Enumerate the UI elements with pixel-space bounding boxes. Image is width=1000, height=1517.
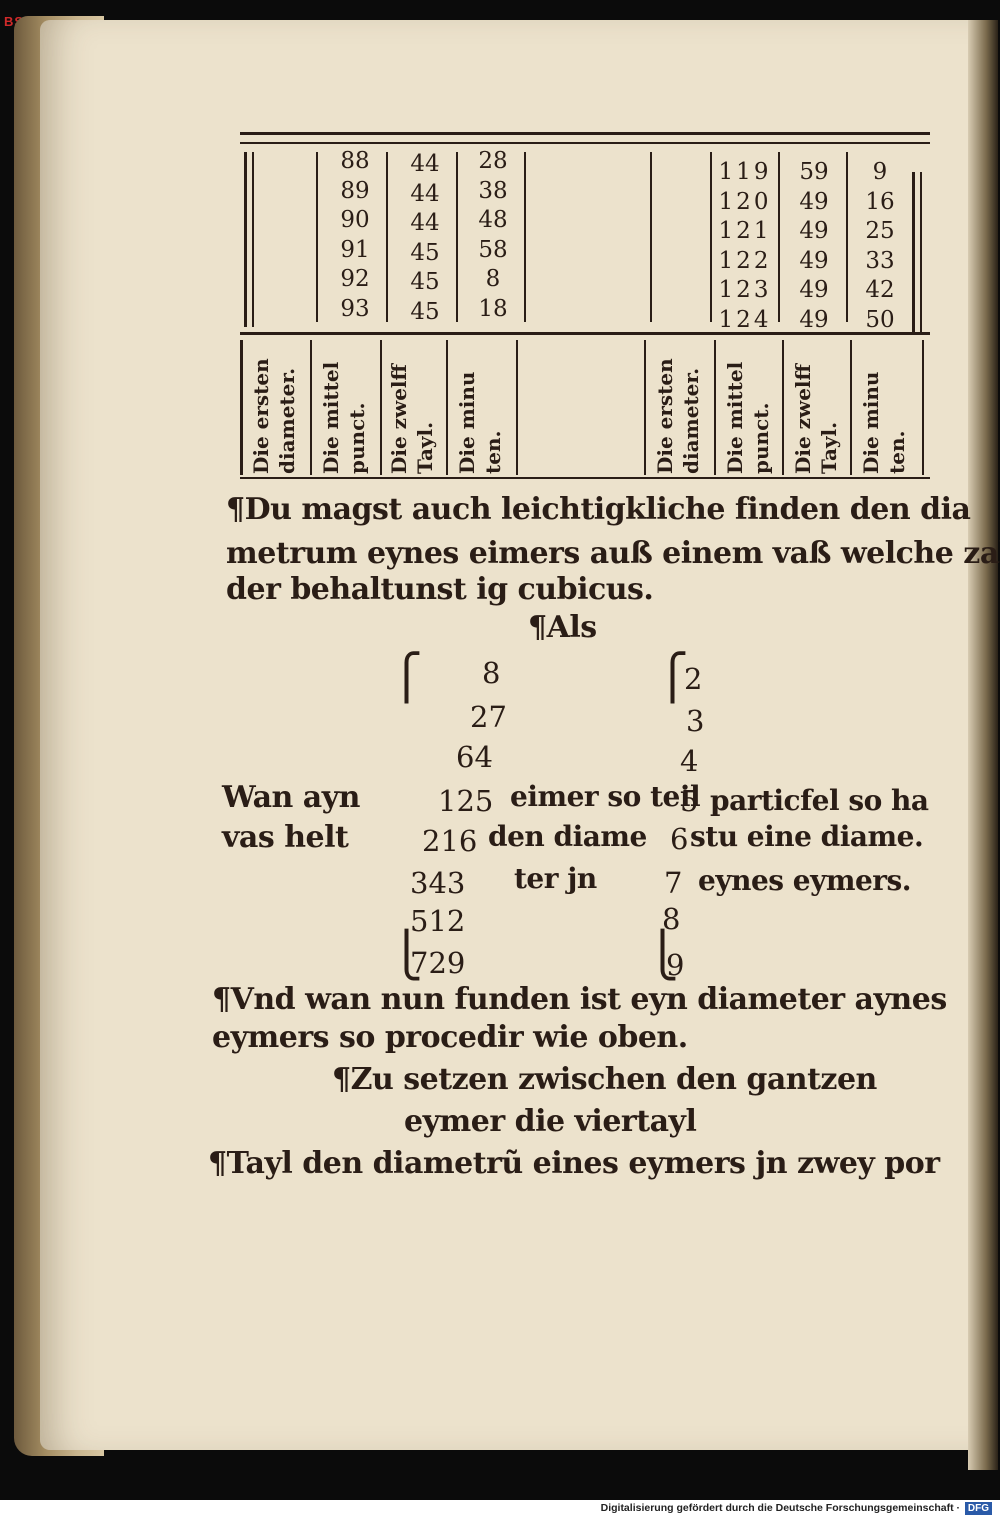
table-mid-rule [240,332,930,335]
root-value: 6 [670,822,689,856]
pilcrow-icon: ¶ [208,1146,227,1181]
brace-left: ⎧ [390,652,423,703]
table-vline [524,152,526,322]
page-gutter [968,20,998,1470]
pilcrow-icon: ¶ [226,492,245,527]
pilcrow-icon: ¶ [528,610,547,645]
root-value: 5 [680,784,699,818]
dfg-logo: DFG [964,1502,992,1515]
paragraph-line: ¶Du magst auch leichtigkliche finden den… [226,492,971,527]
table-vline [252,152,254,327]
header-die-minuten: Die minu ten. [455,371,505,474]
table-vline [380,340,382,475]
header-die-ersten-diameter: Die ersten diameter. [249,358,299,474]
table-top-rule [240,132,930,135]
table-vline [244,152,247,327]
root-value: 3 [686,704,705,738]
example-label: Wan ayn [222,780,360,815]
table-vline [710,152,712,322]
table-vline [310,340,312,475]
als-heading: ¶Als [528,610,597,645]
header-die-zwelff-tayl: Die zwelff Tayl. [387,364,437,474]
table-vline [644,340,646,475]
header-die-zwelff-tayl: Die zwelff Tayl. [791,364,841,474]
header-die-ersten-diameter: Die ersten diameter. [653,358,703,474]
footer-text: Digitalisierung gefördert durch die Deut… [600,1502,960,1514]
cube-value: 343 [410,866,466,900]
example-text: stu eine diame. [690,820,924,853]
example-text: den diame [488,820,647,853]
brace-right: ⎧ [656,652,689,703]
brace-left-bottom: ⎩ [390,930,423,981]
example-text: ter jn [514,862,597,895]
table-top-rule-2 [240,142,930,144]
footer-bar [0,1500,1000,1517]
table-vline [912,172,915,332]
table-vline [386,152,388,322]
cube-value: 125 [438,784,494,818]
cube-value: 729 [410,946,466,980]
cube-value: 216 [422,824,478,858]
root-value: 9 [666,948,685,982]
table-vline [922,340,924,475]
pilcrow-icon: ¶ [332,1062,351,1097]
section-heading: eymer die viertayl [404,1104,697,1139]
pilcrow-icon: ¶ [212,982,231,1017]
root-value: 8 [662,902,681,936]
brace-right-bottom: ⎩ [646,930,679,981]
example-label: vas helt [222,820,349,855]
table-vline [778,152,780,322]
root-value: 7 [664,866,683,900]
cube-value: 64 [456,740,493,774]
example-text: particfel so ha [710,784,929,817]
book-page [40,20,980,1450]
section-heading: ¶Zu setzen zwischen den gantzen [332,1062,877,1097]
table-vline [240,340,243,475]
paragraph-line: der behaltunst ig cubicus. [226,572,654,607]
header-die-mittel-punct: Die mittel punct. [723,361,773,474]
paragraph-line: metrum eynes eimers auß einem vaß welche… [226,536,1000,571]
table-vline [782,340,784,475]
table-vline [446,340,448,475]
example-text: eimer so teil [510,780,701,813]
table-vline [316,152,318,322]
root-value: 2 [684,662,703,696]
header-die-mittel-punct: Die mittel punct. [319,361,369,474]
header-die-minuten: Die minu ten. [859,371,909,474]
paragraph-line: ¶Vnd wan nun funden ist eyn diameter ayn… [212,982,947,1017]
cube-value: 512 [410,904,466,938]
paragraph-line: ¶Tayl den diametrũ eines eymers jn zwey … [208,1146,940,1181]
table-vline [850,340,852,475]
example-text: eynes eymers. [698,864,912,897]
cube-value: 27 [470,700,507,734]
table-vline [714,340,716,475]
cube-value: 8 [482,656,501,690]
table-vline [920,172,922,332]
table-vline [846,152,848,322]
table-vline [650,152,652,322]
root-value: 4 [680,744,699,778]
table-vline [516,340,518,475]
paragraph-line: eymers so procedir wie oben. [212,1020,688,1055]
table-vline [456,152,458,322]
table-bottom-rule [240,477,930,479]
